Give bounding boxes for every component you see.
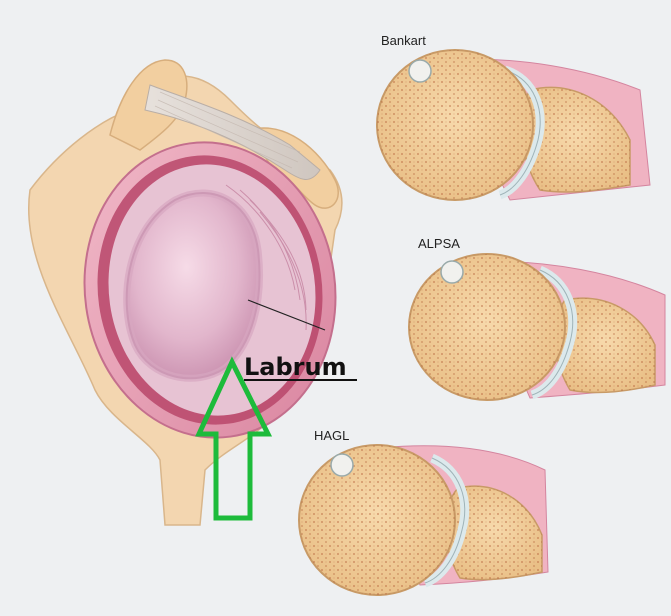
bankart-label: Bankart — [381, 33, 426, 48]
alpsa-illustration: ALPSA — [408, 236, 666, 401]
bankart-illustration: Bankart — [376, 33, 651, 201]
labrum-label: Labrum — [244, 353, 347, 381]
labrum-rim — [123, 189, 264, 382]
hagl-illustration: HAGL — [298, 428, 549, 596]
hagl-labrum-fragment — [330, 453, 354, 477]
labrum-pointer-line — [247, 299, 326, 331]
shoulder-illustration: Labrum — [28, 59, 357, 526]
alpsa-label: ALPSA — [418, 236, 460, 251]
bankart-labrum-fragment — [408, 59, 432, 83]
arrow-up-outline-icon — [195, 356, 273, 521]
hagl-label: HAGL — [314, 428, 349, 443]
alpsa-labrum-fragment — [440, 260, 464, 284]
